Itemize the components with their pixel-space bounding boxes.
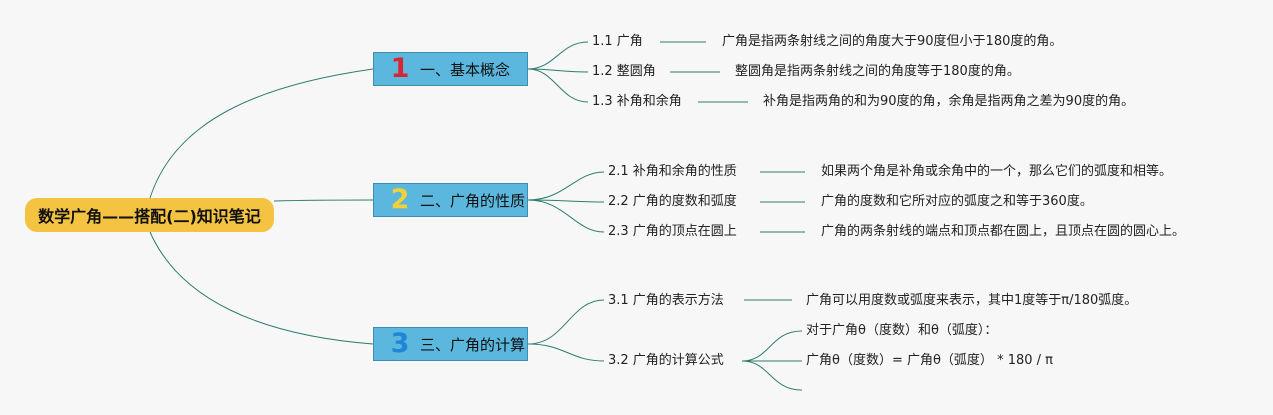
topic-1-2-label[interactable]: 1.2 整圆角 (592, 64, 656, 79)
topic-3-2-sub-2: 广角θ（度数）= 广角θ（弧度） * 180 / π (806, 353, 1053, 368)
topic-2-1-desc: 如果两个角是补角或余角中的一个，那么它们的弧度和相等。 (821, 164, 1173, 179)
topic-1-3-desc: 补角是指两角的和为90度的角，余角是指两角之差为90度的角。 (763, 94, 1135, 109)
branch-3-link-1 (527, 299, 605, 345)
topic-2-1-label[interactable]: 2.1 补角和余角的性质 (608, 164, 737, 179)
root-to-branch-3 (149, 231, 374, 345)
topic-3-2-sub-link-1 (741, 330, 803, 362)
topic-3-1-desc: 广角可以用度数或弧度来表示，其中1度等于π/180弧度。 (806, 293, 1138, 308)
branch-label: 三、广角的计算 (420, 335, 526, 354)
branch-1-link-1 (527, 41, 589, 70)
topic-2-3-desc: 广角的两条射线的端点和顶点都在圆上，且顶点在圆的圆心上。 (821, 224, 1186, 239)
topic-1-1-label[interactable]: 1.1 广角 (592, 34, 643, 49)
topic-3-1-label[interactable]: 3.1 广角的表示方法 (608, 293, 724, 308)
topic-1-3-label[interactable]: 1.3 补角和余角 (592, 94, 682, 109)
branch-calculation[interactable]: 3 三、广角的计算 (373, 327, 528, 361)
branch-1-link-3 (527, 68, 589, 103)
topic-1-2-desc: 整圆角是指两条射线之间的角度等于180度的角。 (735, 64, 1020, 79)
topic-2-2-label[interactable]: 2.2 广角的度数和弧度 (608, 194, 737, 209)
branch-basic-concepts[interactable]: 1 一、基本概念 (373, 52, 528, 86)
branch-label: 二、广角的性质 (420, 191, 526, 210)
root-to-branch-1 (149, 68, 374, 199)
branch-number-1: 1 (390, 53, 410, 84)
branch-label: 一、基本概念 (420, 60, 511, 79)
topic-3-2-sub-1: 对于广角θ（度数）和θ（弧度）： (806, 323, 998, 338)
topic-2-2-desc: 广角的度数和它所对应的弧度之和等于360度。 (821, 194, 1093, 209)
topic-2-3-label[interactable]: 2.3 广角的顶点在圆上 (608, 224, 737, 239)
branch-2-link-1 (527, 171, 605, 201)
topic-1-1-desc: 广角是指两条射线之间的角度大于90度但小于180度的角。 (722, 34, 1063, 49)
topic-3-2-sub-link-3 (741, 360, 803, 391)
topic-3-2-label[interactable]: 3.2 广角的计算公式 (608, 353, 724, 368)
root-node[interactable]: 数学广角——搭配(二)知识笔记 (25, 198, 274, 232)
root-to-branch-2 (273, 199, 374, 202)
branch-number-3: 3 (390, 328, 410, 359)
branch-number-2: 2 (390, 184, 410, 215)
branch-2-link-2 (527, 199, 605, 203)
root-title: 数学广角——搭配(二)知识笔记 (38, 207, 261, 226)
branch-2-link-3 (527, 199, 605, 233)
branch-1-link-2 (527, 68, 589, 73)
branch-properties[interactable]: 2 二、广角的性质 (373, 183, 528, 217)
branch-3-link-2 (527, 343, 605, 362)
